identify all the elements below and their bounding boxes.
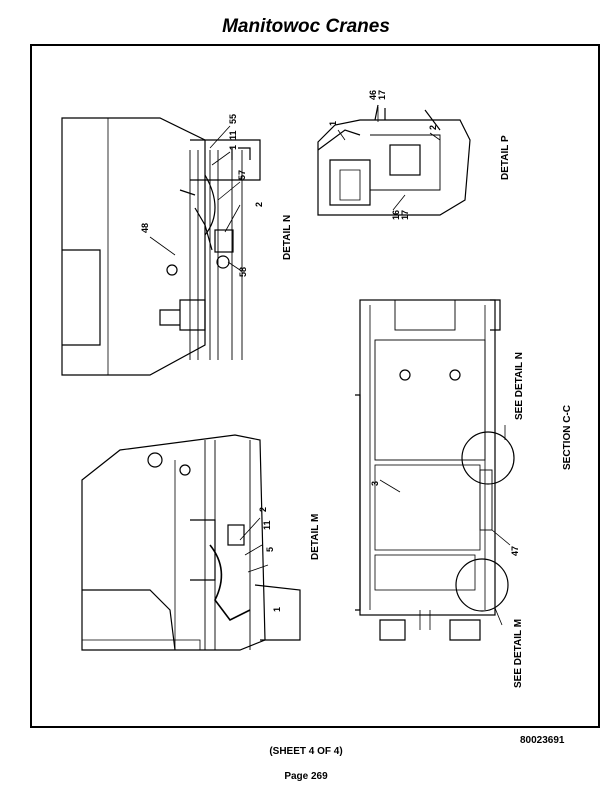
detail-titles: DETAIL N DETAIL P DETAIL M SECTION C-C S… <box>282 135 573 688</box>
callout-p-2: 2 <box>428 125 438 130</box>
callout-labels: 55 11 1 57 2 48 58 46 17 1 2 16 17 2 11 … <box>140 90 520 612</box>
callout-n-48: 48 <box>140 223 150 233</box>
callout-n-58: 58 <box>238 267 248 277</box>
sheet-indicator: (SHEET 4 OF 4) <box>269 746 343 757</box>
drawing-frame <box>30 44 600 728</box>
callout-p-17b: 17 <box>400 210 410 220</box>
callout-m-5: 5 <box>265 547 275 552</box>
detail-m-drawing <box>81 434 301 651</box>
detail-n-title: DETAIL N <box>282 215 293 260</box>
document-number: 80023691 <box>520 735 565 746</box>
page-number: Page 269 <box>284 771 328 782</box>
section-c-c-title: SECTION C-C <box>562 405 573 470</box>
callout-s-47: 47 <box>510 546 520 556</box>
callout-n-1: 1 <box>228 145 238 150</box>
callout-n-2: 2 <box>254 202 264 207</box>
detail-m-title: DETAIL M <box>310 514 321 560</box>
page-header-title: Manitowoc Cranes <box>222 16 390 37</box>
callout-p-46: 46 <box>368 90 378 100</box>
callout-s-3: 3 <box>370 481 380 486</box>
callout-m-11: 11 <box>262 520 272 530</box>
callout-n-11: 11 <box>228 130 238 140</box>
callout-n-55: 55 <box>228 114 238 124</box>
leader-lines <box>149 107 511 626</box>
see-detail-m-label: SEE DETAIL M <box>513 619 524 688</box>
callout-m-1: 1 <box>272 607 282 612</box>
detail-p-title: DETAIL P <box>500 135 511 180</box>
callout-n-57: 57 <box>237 170 247 180</box>
see-detail-n-label: SEE DETAIL N <box>514 352 525 420</box>
callout-m-2: 2 <box>258 507 268 512</box>
detail-p-drawing <box>317 104 471 216</box>
callout-p-16: 16 <box>391 210 401 220</box>
detail-n-drawing <box>61 117 261 376</box>
callout-p-17a: 17 <box>377 90 387 100</box>
section-c-c-drawing <box>355 299 515 641</box>
callout-p-1: 1 <box>328 121 338 126</box>
